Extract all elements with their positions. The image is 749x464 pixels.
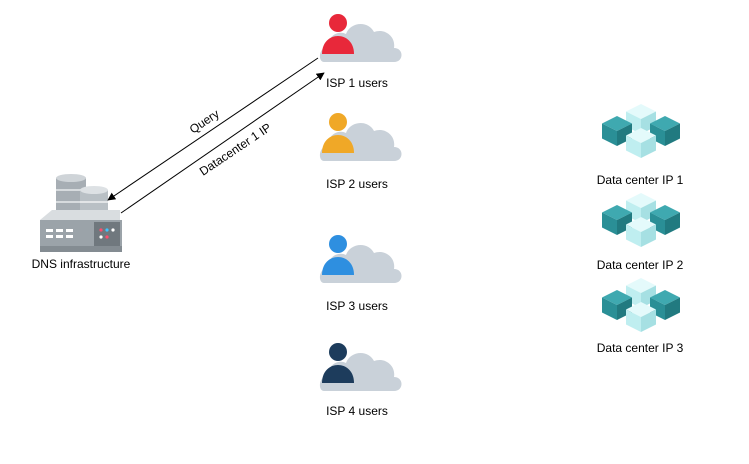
isp-4-label: ISP 4 users: [326, 404, 388, 418]
isp-1-label: ISP 1 users: [326, 76, 388, 90]
datacenter-3-cubes-icon: [602, 278, 680, 332]
datacenter-2-label: Data center IP 2: [596, 258, 684, 272]
user-body-icon: [322, 135, 354, 153]
server-icon: [40, 174, 122, 252]
user-head-icon: [329, 113, 347, 131]
user-head-icon: [329, 235, 347, 253]
datacenter-3-label: Data center IP 3: [596, 341, 684, 355]
isp-4-user-cloud-icon: [319, 343, 402, 391]
user-head-icon: [329, 343, 347, 361]
datacenter-1-cubes-icon: [602, 104, 680, 158]
response-arrow: [120, 72, 325, 214]
isp-3-label: ISP 3 users: [326, 299, 388, 313]
isp-3-user-cloud-icon: [319, 235, 402, 283]
datacenter-1-label: Data center IP 1: [596, 173, 684, 187]
isp-2-user-cloud-icon: [319, 113, 402, 161]
datacenter-2-cubes-icon: [602, 193, 680, 247]
user-head-icon: [329, 14, 347, 32]
user-body-icon: [322, 36, 354, 54]
dns-infrastructure-label: DNS infrastructure: [31, 257, 131, 271]
response-label: Datacenter 1 IP: [197, 120, 274, 178]
user-body-icon: [322, 365, 354, 383]
query-arrow: [107, 57, 319, 201]
isp-2-label: ISP 2 users: [326, 177, 388, 191]
isp-1-user-cloud-icon: [319, 14, 402, 62]
user-body-icon: [322, 257, 354, 275]
query-label: Query: [187, 107, 222, 137]
